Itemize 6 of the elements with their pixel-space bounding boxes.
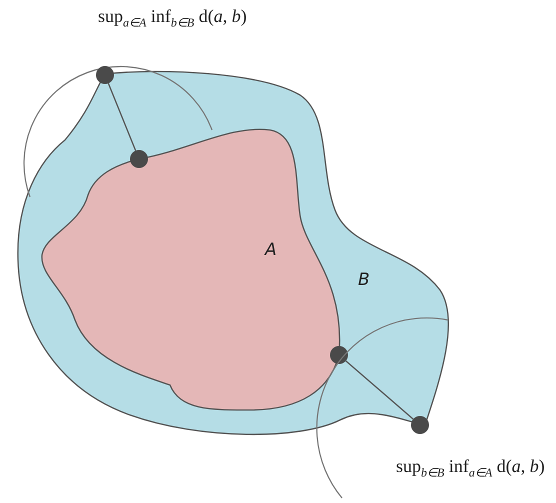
formula-label: sup$_{a∈A}$ inf$_{b∈B}$ d(a, b) [98, 6, 247, 31]
formula-label: sup$_{b∈B}$ inf$_{a∈A}$ d(a, b) [396, 456, 545, 481]
set-label: B [358, 272, 370, 289]
connector-line [345, 360, 414, 420]
set-label: A [265, 242, 277, 259]
connector-line [108, 83, 136, 151]
